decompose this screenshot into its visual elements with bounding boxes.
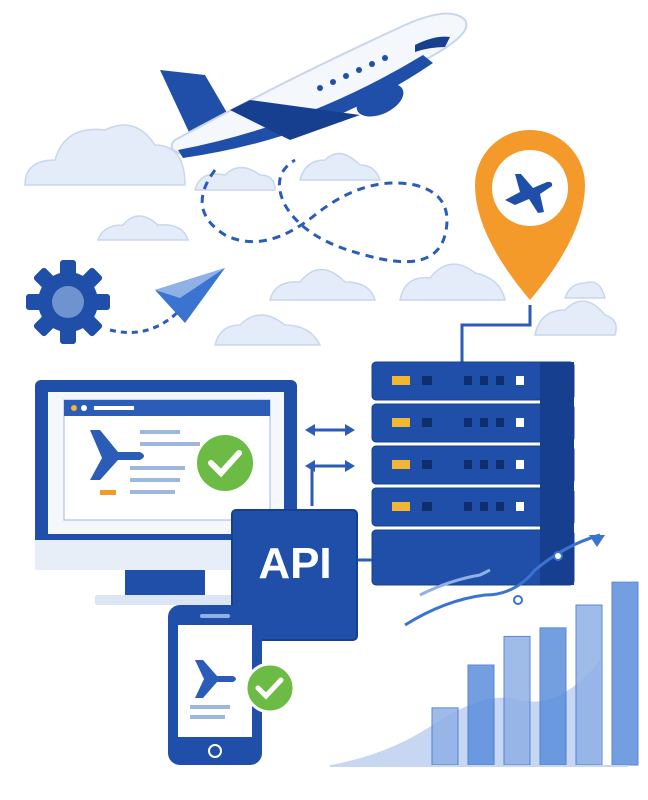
cloud-icon	[96, 215, 190, 241]
data-exchange-arrows	[305, 424, 355, 506]
cloud-icon	[399, 263, 506, 301]
chart-bar	[611, 581, 639, 766]
desktop-monitor	[35, 380, 297, 605]
chart-bar	[539, 627, 567, 766]
trend-arrow-line	[404, 533, 601, 627]
bar-chart	[330, 533, 639, 767]
cloud-icon	[24, 124, 186, 186]
chart-bar	[467, 664, 495, 766]
mobile-phone	[168, 605, 296, 765]
chart-bar	[431, 707, 459, 766]
paper-plane-icon	[155, 268, 225, 323]
trend-arrow-line	[419, 568, 491, 597]
cloud-icon	[269, 268, 376, 301]
location-pin-icon	[460, 130, 585, 365]
chart-bar	[575, 604, 603, 766]
cloud-icon	[194, 166, 276, 191]
chart-area	[330, 660, 600, 765]
server-rack	[371, 361, 575, 586]
chart-bar	[503, 635, 531, 766]
api-label: API	[258, 539, 331, 588]
api-box: API	[231, 509, 372, 641]
clouds	[24, 124, 617, 346]
airplane-icon	[195, 660, 236, 698]
check-icon	[244, 662, 296, 714]
airplane-icon	[90, 430, 144, 480]
gear-icon	[26, 260, 110, 344]
airplane-icon	[505, 174, 553, 213]
cloud-icon	[563, 281, 606, 299]
cloud-icon	[534, 300, 617, 336]
airplane-icon	[160, 12, 468, 158]
flight-path-line	[200, 158, 449, 264]
cloud-icon	[214, 314, 322, 346]
dashed-connector-line	[109, 308, 182, 334]
check-icon	[197, 435, 253, 491]
cloud-icon	[299, 152, 382, 181]
